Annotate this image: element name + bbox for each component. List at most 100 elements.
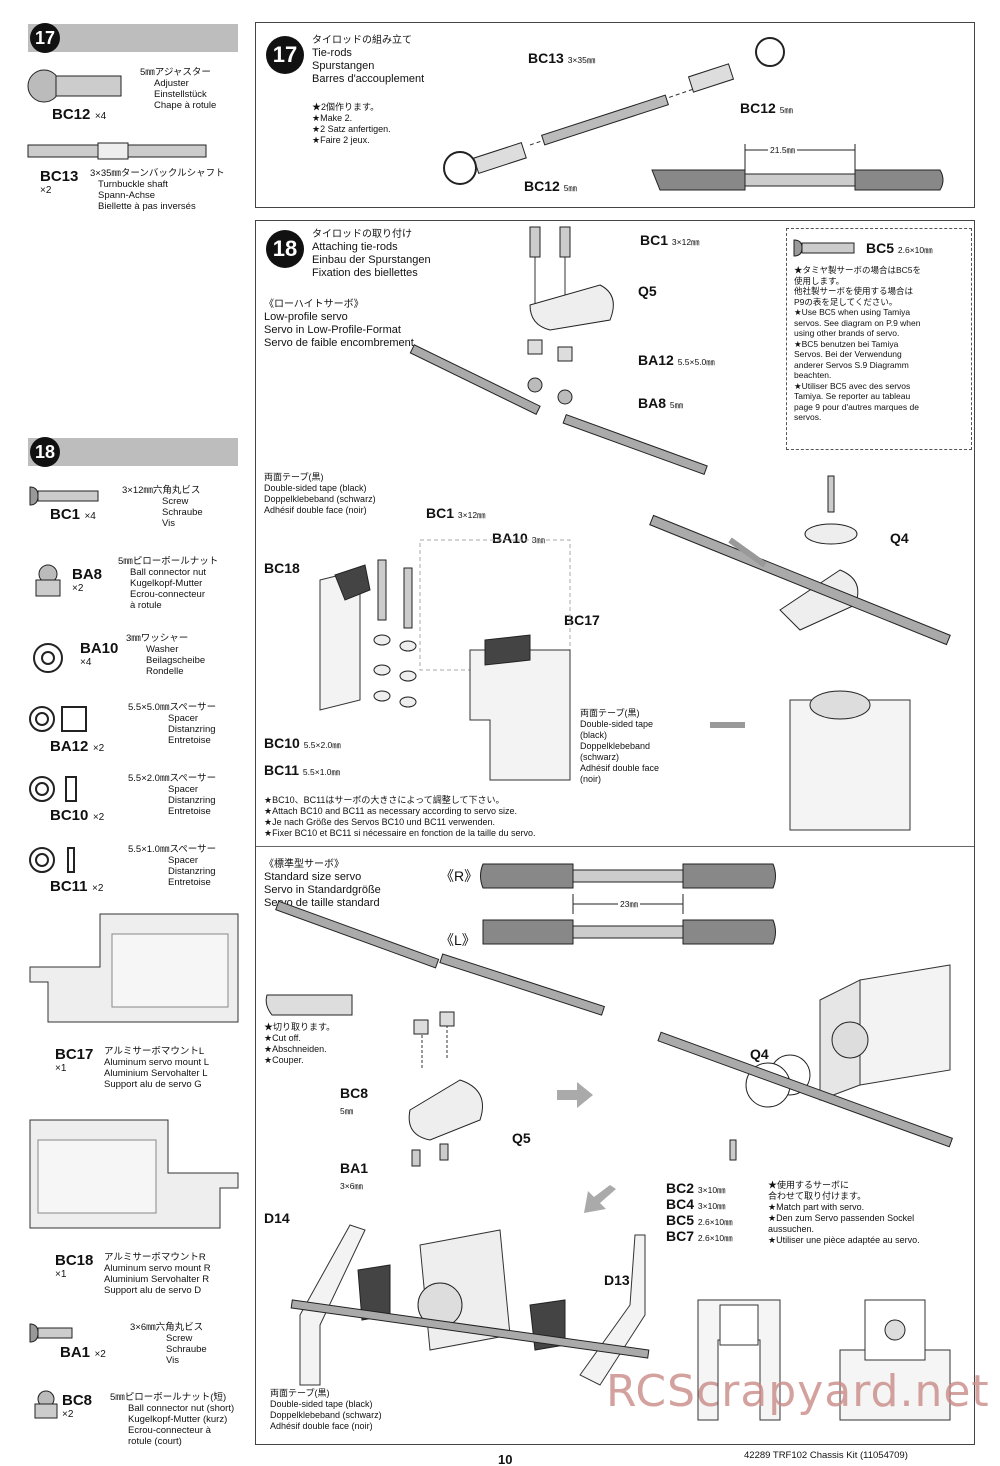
part-qty: ×4 — [80, 657, 92, 668]
tape-line: (schwarz) — [580, 752, 620, 762]
chassis-servo-mount-diagram — [290, 1224, 650, 1386]
tie-rod-length-diagram — [651, 144, 944, 191]
size: 3×12㎜ — [457, 510, 486, 520]
desc-de: Schraube — [162, 507, 203, 518]
bc13-desc: 3×35㎜ターンバックルシャフト Turnbuckle shaft Spann-… — [90, 168, 225, 212]
lowprofile-tie-rod-diagram — [409, 226, 708, 476]
tape-line: Adhésif double face — [580, 763, 660, 773]
servo-horn-q5-icon — [408, 1079, 483, 1167]
size: 5㎜ — [563, 183, 577, 193]
desc-jp: 3×35㎜ターンバックルシャフト — [90, 168, 225, 179]
label-bc1-mid: BC1 3×12㎜ — [426, 505, 486, 521]
size: 5.5×1.0㎜ — [302, 767, 341, 777]
desc-de: Schraube — [166, 1344, 207, 1355]
desc-fr: Chape à rotule — [154, 100, 217, 111]
desc-jp: 5.5×1.0㎜スペーサー — [128, 844, 217, 855]
label-r: 《R》 — [440, 868, 479, 884]
step18-parts-header — [28, 438, 238, 466]
heading-de: Servo in Low-Profile-Format — [264, 324, 401, 336]
part-bc13: BC13 ×2 — [40, 168, 78, 196]
title-jp: タイロッドの取り付け — [312, 229, 412, 240]
desc-fr: Support alu de servo D — [104, 1285, 202, 1296]
part-bc1: BC1 ×4 — [50, 506, 96, 524]
note-fr: ★Faire 2 jeux. — [312, 135, 370, 145]
label-bc11: BC11 5.5×1.0㎜ — [264, 762, 340, 778]
label-ba8: BA8 5㎜ — [638, 395, 683, 411]
title-en: Attaching tie-rods — [312, 241, 398, 253]
watermark: RCScrapyard.net — [606, 1366, 990, 1417]
size: 2.6×10㎜ — [697, 1233, 733, 1243]
part-qty: ×2 — [92, 812, 105, 823]
code: BA1 — [340, 1160, 369, 1176]
label-bc12-lower: BC12 5㎜ — [524, 178, 577, 194]
size: 3×6㎜ — [340, 1181, 363, 1191]
arrow-right-icon — [557, 1082, 593, 1108]
step17-parts-number: 17 — [30, 23, 60, 53]
note-jp: ★2個作ります。 — [312, 102, 380, 112]
part-code: BC12 — [52, 106, 91, 123]
step18-parts-number: 18 — [30, 437, 60, 467]
step17-notes: ★2個作ります。 ★Make 2. ★2 Satz anfertigen. ★F… — [312, 102, 391, 146]
code: BC12 — [524, 178, 560, 194]
desc-en: Ball connector nut (short) — [128, 1403, 235, 1414]
step18-number: 18 — [266, 230, 304, 268]
part-ba10: BA10 ×4 — [80, 640, 118, 668]
code: BC8 — [340, 1085, 369, 1101]
tape-note-2: 両面テープ(黒) Double-sided tape (black) Doppe… — [580, 708, 659, 785]
part-qty: ×2 — [94, 1349, 106, 1360]
part-qty: ×4 — [84, 511, 96, 522]
heading-jp: 《標準型サーボ》 — [264, 859, 344, 870]
desc-en: Screw — [162, 496, 189, 507]
desc-de: Aluminium Servohalter R — [104, 1274, 210, 1285]
bc5-notes: ★タミヤ製サーボの場合はBC5を 使用します。 他社製サーボを使用する場合は P… — [794, 265, 921, 423]
label-bc5-box: BC5 2.6×10㎜ — [866, 240, 933, 256]
desc-en: Screw — [166, 1333, 193, 1344]
part-bc18: BC18 ×1 — [55, 1252, 93, 1280]
part-qty: ×4 — [94, 111, 107, 122]
part-ba1: BA1 ×2 — [60, 1344, 106, 1362]
part-code: BC17 — [55, 1046, 94, 1063]
heading-jp: 《ローハイトサーボ》 — [264, 299, 364, 310]
note-line: 合わせて取り付けます。 — [768, 1191, 867, 1201]
lowprofile-servo-diagram — [649, 475, 951, 831]
desc-de: Distanzring — [168, 866, 216, 877]
match-notes: ★使用するサーボに 合わせて取り付けます。 ★Match part with s… — [768, 1180, 920, 1246]
desc-fr: Rondelle — [146, 666, 184, 677]
label-bc17: BC17 — [564, 612, 600, 628]
desc-de: Spann-Achse — [98, 190, 156, 201]
note-line: P9の表を足してください。 — [794, 296, 898, 307]
desc-de: Distanzring — [168, 724, 216, 735]
dim-21-5: 21.5㎜ — [768, 145, 798, 155]
desc-en: Aluminum servo mount R — [104, 1263, 211, 1274]
tape-de: Doppelklebeband (schwarz) — [264, 494, 376, 504]
code: BC1 — [640, 232, 669, 248]
note-en: ★Cut off. — [264, 1033, 301, 1043]
desc-de: Distanzring — [168, 795, 216, 806]
desc-jp: 3㎜ワッシャー — [126, 633, 189, 644]
lowprofile-heading: 《ローハイトサーボ》 Low-profile servo Servo in Lo… — [264, 298, 414, 350]
code: BA12 — [638, 352, 674, 368]
size: 3㎜ — [531, 535, 545, 545]
label-q5-top: Q5 — [638, 283, 657, 299]
part-qty: ×1 — [55, 1063, 67, 1074]
desc-de: Kugelkopf-Mutter — [130, 578, 203, 589]
heading-en: Low-profile servo — [264, 311, 348, 323]
step17-panel — [255, 22, 975, 208]
note-line: 他社製サーボを使用する場合は — [794, 286, 914, 296]
desc-fr: Entretoise — [168, 877, 211, 888]
part-code: BA8 — [72, 566, 103, 583]
label-bc10: BC10 5.5×2.0㎜ — [264, 735, 341, 751]
step17-title: タイロッドの組み立て Tie-rods Spurstangen Barres d… — [312, 34, 424, 86]
tape-jp: 両面テープ(黒) — [264, 472, 324, 482]
part-code: BC11 — [50, 878, 88, 895]
desc-de: Beilagscheibe — [146, 655, 206, 666]
label-bc12-upper: BC12 5㎜ — [740, 100, 793, 116]
size: 5㎜ — [779, 105, 793, 115]
adjuster-icon — [27, 69, 122, 103]
desc-jp: アルミサーボマウントR — [104, 1252, 206, 1263]
tape-de: Doppelklebeband (schwarz) — [270, 1410, 382, 1420]
bc10-desc: 5.5×2.0㎜スペーサー Spacer Distanzring Entreto… — [128, 773, 216, 817]
desc-jp: 5㎜ピローボールナット — [118, 556, 219, 567]
size: 3×10㎜ — [697, 1201, 726, 1211]
